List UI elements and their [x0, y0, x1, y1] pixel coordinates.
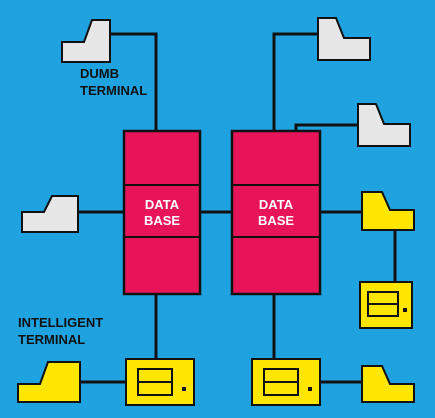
intelligent-terminal-right	[361, 191, 415, 231]
dumb-terminal-top-left	[61, 19, 111, 63]
workstation-bottom-right	[251, 358, 321, 406]
dumb-terminal-icon	[21, 195, 79, 233]
database-2-label-line2: BASE	[258, 213, 294, 228]
intelligent-terminal-label-line2: TERMINAL	[18, 332, 85, 347]
database-icon	[122, 129, 202, 296]
workstation-right	[359, 281, 413, 329]
database-icon	[230, 129, 322, 296]
workstation-bottom-left	[125, 358, 195, 406]
dumb-terminal-icon	[61, 19, 111, 63]
intelligent-terminal-label-line1: INTELLIGENT	[18, 315, 103, 330]
dumb-terminal-label-line2: TERMINAL	[80, 83, 147, 98]
dumb-terminal-mid-right	[357, 103, 411, 147]
database-block-1: DATA BASE	[122, 129, 202, 296]
intelligent-terminal-icon	[17, 361, 81, 403]
intelligent-terminal-bottom-left	[17, 361, 81, 403]
database-1-label-line2: BASE	[144, 213, 180, 228]
database-1-label-line1: DATA	[145, 197, 180, 212]
dumb-terminal-left	[21, 195, 79, 233]
dumb-terminal-top-right	[317, 17, 371, 61]
intelligent-terminal-icon	[361, 365, 415, 403]
dumb-terminal-label-line1: DUMB	[80, 66, 119, 81]
connectors	[78, 32, 397, 384]
intelligent-terminal-icon	[361, 191, 415, 231]
database-block-2: DATA BASE	[230, 129, 322, 296]
dumb-terminal-icon	[317, 17, 371, 61]
intelligent-terminal-bottom-right	[361, 365, 415, 403]
database-2-label-line1: DATA	[259, 197, 294, 212]
dumb-terminal-icon	[357, 103, 411, 147]
